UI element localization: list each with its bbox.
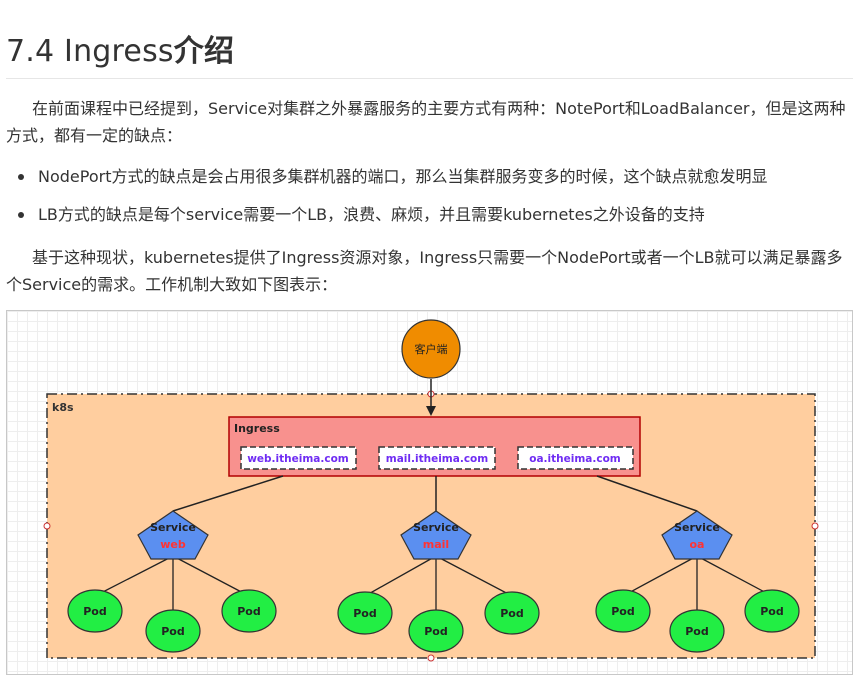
pod: Pod <box>67 589 123 633</box>
svg-text:Pod: Pod <box>237 605 261 618</box>
list-item-text: LB方式的缺点是每个service需要一个LB，浪费、麻烦，并且需要kubern… <box>38 205 705 224</box>
service-title: Service <box>674 521 720 534</box>
pod: Pod <box>408 609 464 653</box>
svg-text:Pod: Pod <box>500 607 524 620</box>
pod-connectors <box>94 555 773 611</box>
list-item: LB方式的缺点是每个service需要一个LB，浪费、麻烦，并且需要kubern… <box>0 201 853 239</box>
service-mail: Service mail <box>400 510 472 560</box>
svg-text:Pod: Pod <box>760 605 784 618</box>
host-box-mail: mail.itheima.com <box>378 446 496 470</box>
resize-handle[interactable] <box>811 522 819 530</box>
svg-text:Pod: Pod <box>161 625 185 638</box>
service-name: web <box>160 538 186 551</box>
bullet-icon <box>18 174 24 180</box>
host-label: oa.itheima.com <box>529 453 621 465</box>
intro-paragraph: 在前面课程中已经提到，Service对集群之外暴露服务的主要方式有两种：Note… <box>6 99 846 145</box>
heading-divider <box>6 78 853 79</box>
pod: Pod <box>744 589 800 633</box>
ingress-diagram-svg: k8s 客户端 Ingress <box>43 319 819 662</box>
svg-text:Pod: Pod <box>611 605 635 618</box>
pod: Pod <box>595 589 651 633</box>
svg-text:Pod: Pod <box>83 605 107 618</box>
k8s-cluster-label: k8s <box>52 401 74 414</box>
host-label: mail.itheima.com <box>386 453 488 465</box>
summary-paragraph: 基于这种现状，kubernetes提供了Ingress资源对象，Ingress只… <box>6 248 843 294</box>
service-name: oa <box>690 538 705 551</box>
client-label: 客户端 <box>415 342 448 356</box>
host-box-web: web.itheima.com <box>240 446 357 470</box>
connector-line <box>172 475 284 512</box>
list-item-text: NodePort方式的缺点是会占用很多集群机器的端口，那么当集群服务变多的时候，… <box>38 167 768 186</box>
svg-text:Pod: Pod <box>353 607 377 620</box>
section-heading: 7.4 Ingress介绍 <box>6 26 234 70</box>
section-heading-number: 7.4 Ingress <box>6 34 174 69</box>
service-title: Service <box>413 521 459 534</box>
bullet-icon <box>18 212 24 218</box>
service-name: mail <box>423 538 449 551</box>
ingress-diagram: k8s 客户端 Ingress <box>6 310 853 675</box>
connector-line <box>596 475 698 512</box>
list-item: NodePort方式的缺点是会占用很多集群机器的端口，那么当集群服务变多的时候，… <box>0 163 853 201</box>
resize-handle[interactable] <box>427 654 435 662</box>
host-box-oa: oa.itheima.com <box>517 446 634 470</box>
svg-text:Pod: Pod <box>685 625 709 638</box>
pod: Pod <box>145 609 201 653</box>
drawbacks-list: NodePort方式的缺点是会占用很多集群机器的端口，那么当集群服务变多的时候，… <box>0 163 853 239</box>
pod: Pod <box>669 609 725 653</box>
pod: Pod <box>337 591 393 635</box>
pod: Pod <box>221 589 277 633</box>
svg-text:Pod: Pod <box>424 625 448 638</box>
service-oa: Service oa <box>661 510 733 560</box>
resize-handle[interactable] <box>43 522 51 530</box>
service-title: Service <box>150 521 196 534</box>
service-web: Service web <box>137 510 209 560</box>
ingress-label: Ingress <box>234 422 280 435</box>
host-label: web.itheima.com <box>247 453 349 465</box>
client-node <box>401 319 461 379</box>
pod: Pod <box>484 591 540 635</box>
section-heading-suffix: 介绍 <box>173 34 235 69</box>
